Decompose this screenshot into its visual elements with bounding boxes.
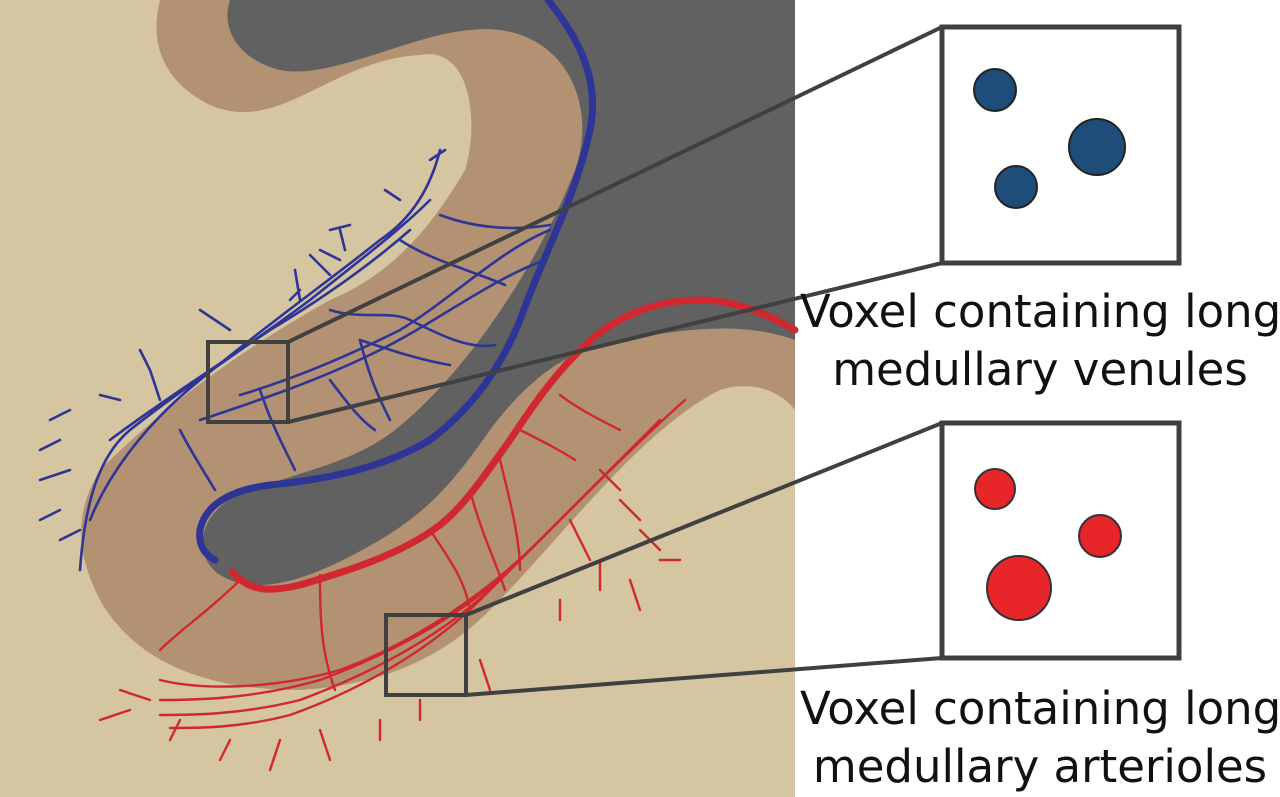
arteriole-voxel-panel bbox=[939, 420, 1182, 661]
arterioles-caption-line2: medullary arterioles bbox=[812, 740, 1268, 793]
venules-caption: Voxel containing long medullary venules bbox=[800, 283, 1280, 399]
venule-voxel-panel bbox=[939, 24, 1182, 266]
arteriole-tree bbox=[98, 296, 799, 772]
pial-artery bbox=[228, 296, 799, 593]
arteriole-dot bbox=[986, 555, 1052, 621]
white-matter-gyrus bbox=[0, 0, 431, 470]
zoom-lines bbox=[287, 25, 943, 697]
venule-voxel-box bbox=[206, 340, 290, 424]
brain-section bbox=[0, 0, 796, 797]
arterioles-caption: Voxel containing long medullary arteriol… bbox=[800, 680, 1280, 796]
arteriole-dot bbox=[974, 468, 1016, 510]
venules-caption-line2: medullary venules bbox=[832, 343, 1248, 396]
sulcus-csf bbox=[202, 0, 796, 586]
pial-vein bbox=[196, 0, 597, 564]
arterioles-caption-line1: Voxel containing long bbox=[800, 682, 1280, 735]
venule-dot bbox=[1068, 118, 1126, 176]
arteriole-branches bbox=[98, 393, 687, 772]
white-matter-lower bbox=[120, 425, 795, 797]
venule-dot bbox=[994, 165, 1038, 209]
arteriole-dot bbox=[1078, 514, 1122, 558]
arteriole-voxel-box bbox=[384, 613, 468, 697]
venules-caption-line1: Voxel containing long bbox=[800, 285, 1280, 338]
venule-dot bbox=[973, 68, 1017, 112]
